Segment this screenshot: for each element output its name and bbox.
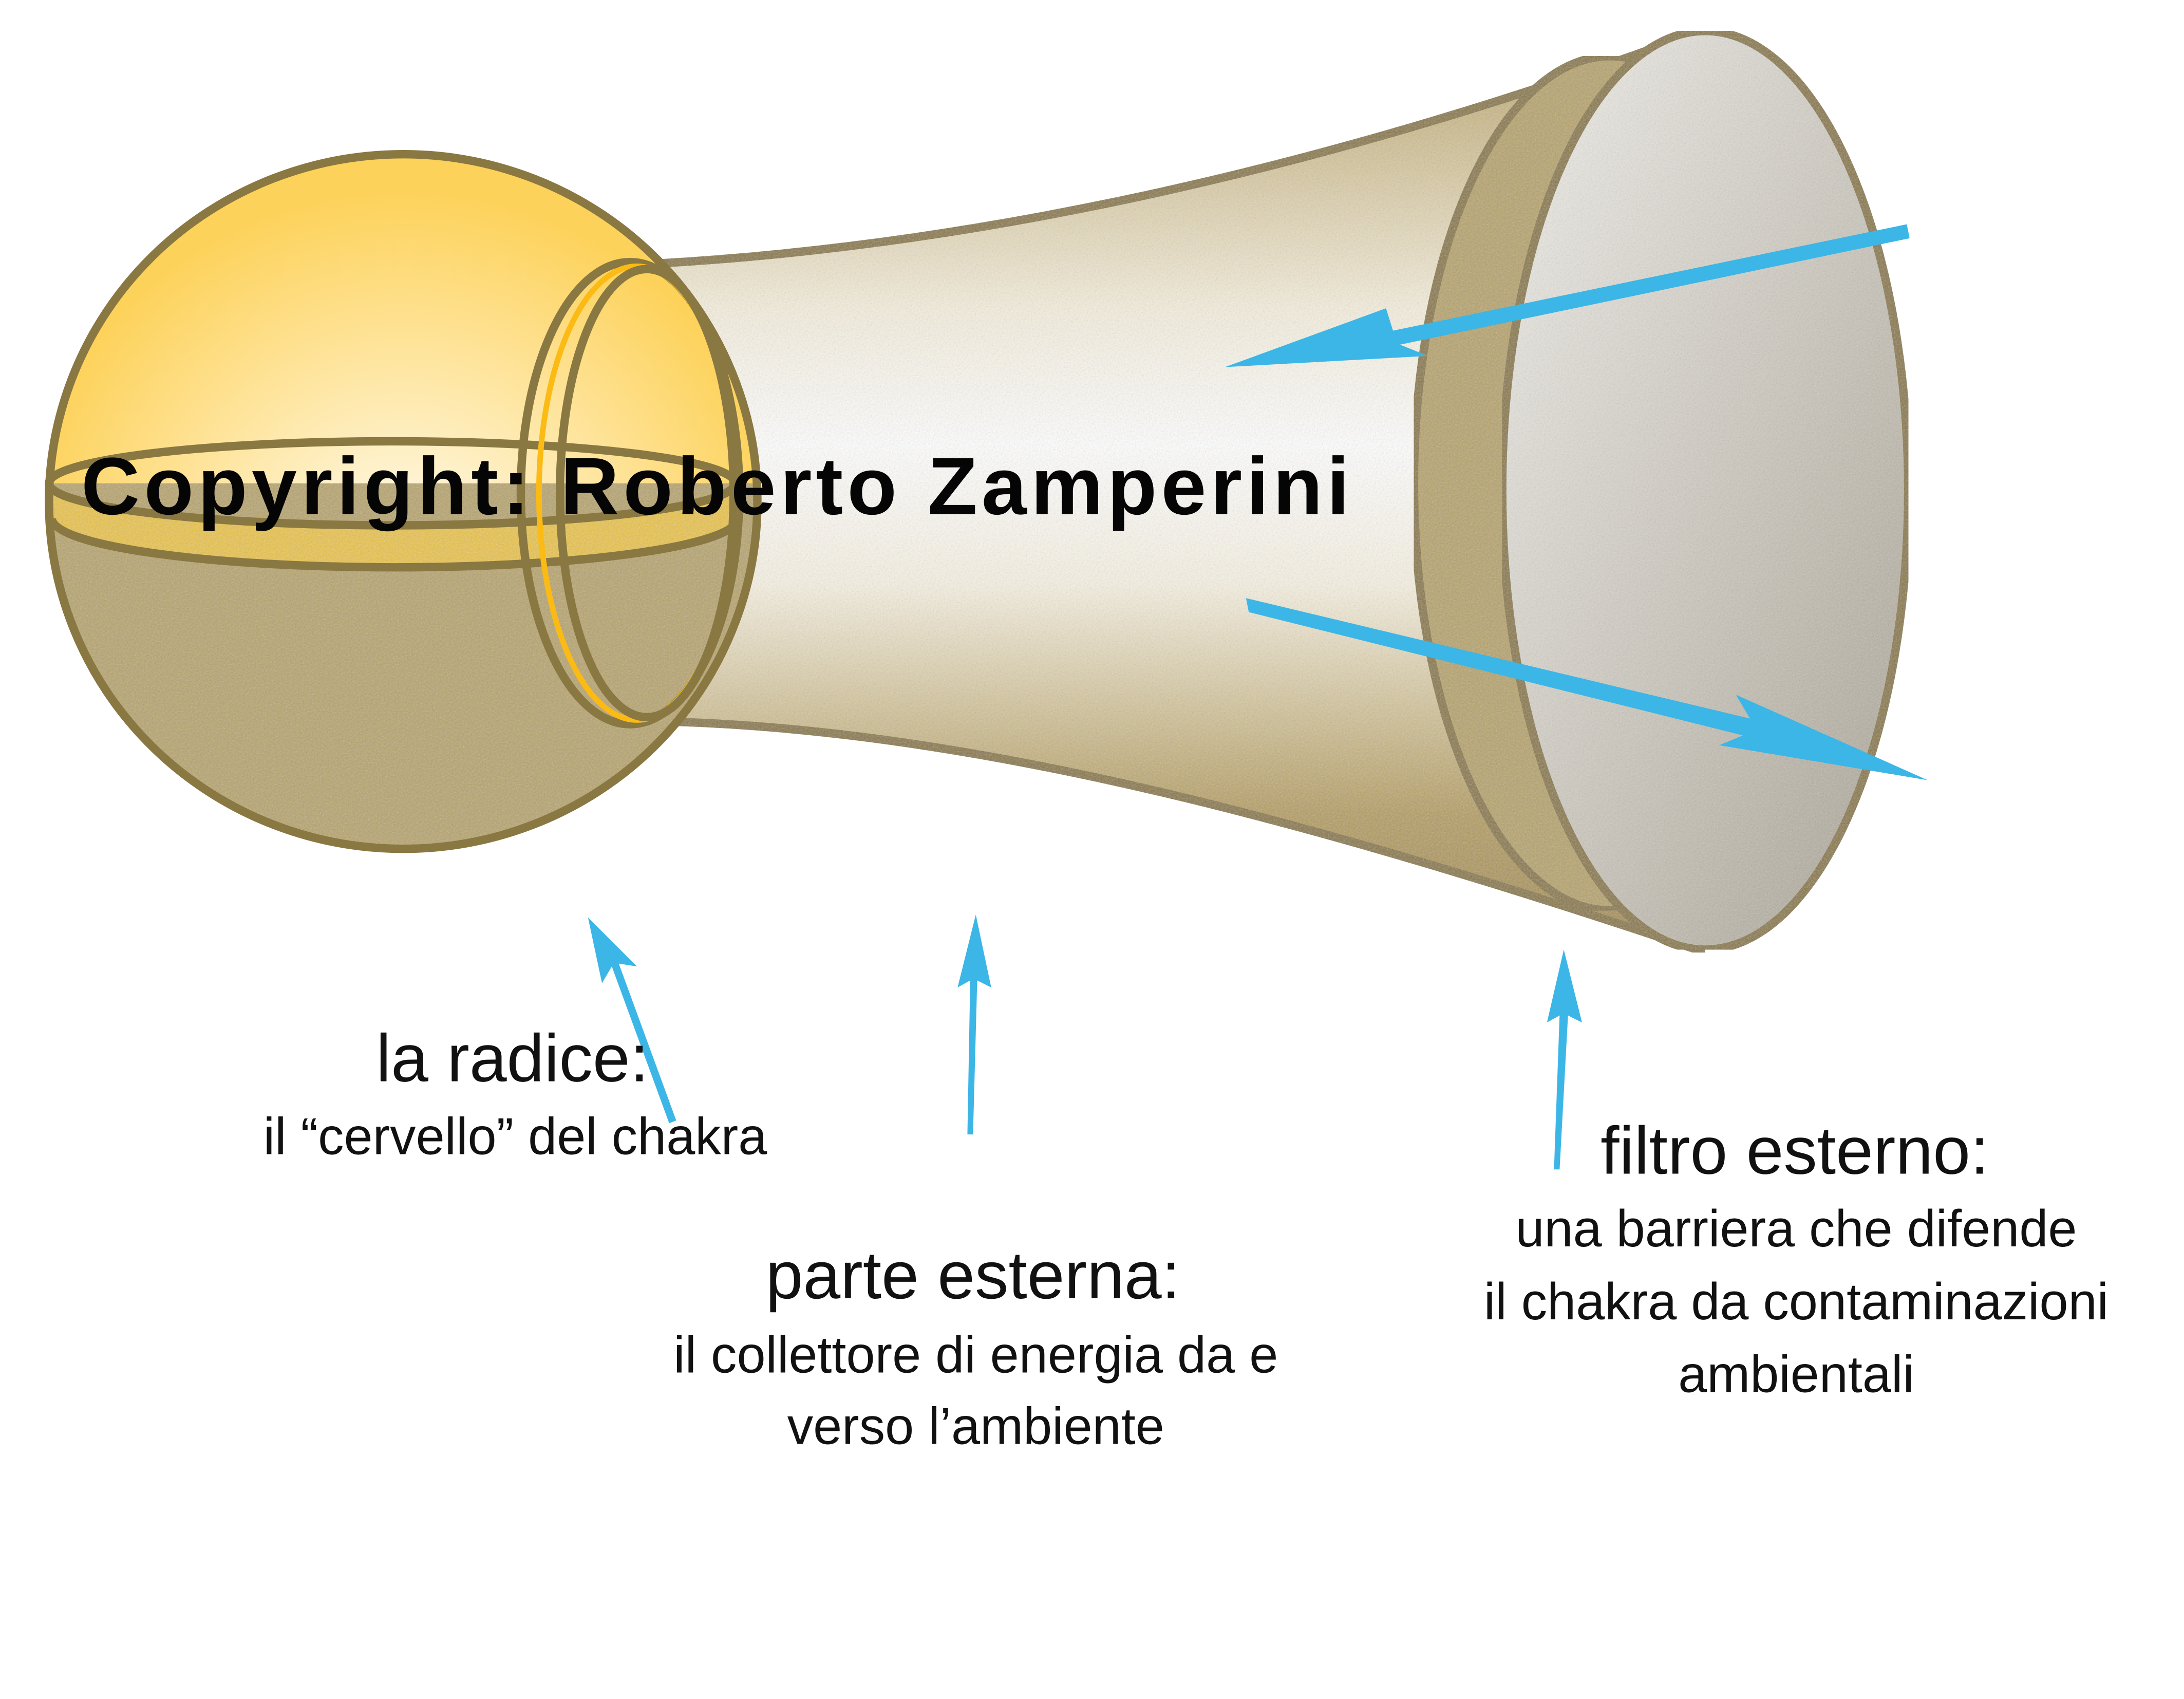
outer-desc-line-2: verso l’ambiente: [787, 1398, 1164, 1455]
root-pointer-arrow-icon: [588, 917, 676, 1124]
copyright-watermark: Copyright: Roberto Zamperini: [81, 441, 1353, 532]
label-root: la radice: il “cervello” del chakra: [263, 1021, 768, 1166]
label-filter: filtro esterno: una barriera che difende…: [1484, 1113, 2108, 1403]
root-sphere: [45, 150, 762, 853]
filter-pointer-arrow-icon: [1547, 949, 1582, 1170]
root-ring: [516, 257, 744, 729]
energy-arrows: [588, 224, 1928, 1170]
outer-title: parte esterna:: [766, 1238, 1180, 1313]
label-outer: parte esterna: il collettore di energia …: [673, 1238, 1278, 1455]
filter-title: filtro esterno:: [1601, 1113, 1989, 1188]
incoming-arrow-icon: [1225, 224, 1910, 367]
root-desc: il “cervello” del chakra: [263, 1108, 768, 1165]
outer-pointer-arrow-icon: [957, 914, 991, 1135]
filter-desc-line-2: il chakra da contaminazioni: [1484, 1273, 2108, 1331]
outer-desc-line-1: il collettore di energia da e: [673, 1327, 1278, 1384]
outer-filter-disc: [1409, 27, 1913, 954]
root-title: la radice:: [376, 1021, 649, 1096]
outgoing-arrow-icon: [1246, 598, 1928, 780]
filter-desc-line-1: una barriera che difende: [1515, 1200, 2077, 1258]
filter-desc-line-3: ambientali: [1678, 1346, 1914, 1404]
